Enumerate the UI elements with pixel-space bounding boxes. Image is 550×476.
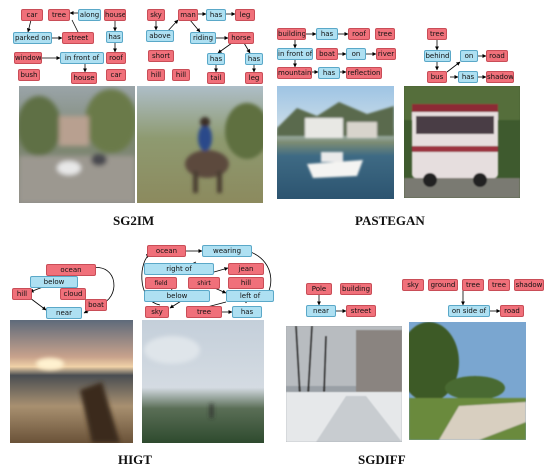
node-tree: tree — [48, 9, 70, 21]
node-road: road — [486, 50, 508, 62]
node-shirt: shirt — [188, 277, 220, 289]
node-has: has — [458, 71, 478, 83]
node-tail: tail — [207, 72, 225, 84]
node-behind: behind — [424, 50, 451, 62]
node-right-of: right of — [144, 263, 214, 275]
node-house: house — [104, 9, 126, 21]
node-has: has — [316, 28, 338, 40]
node-tree: tree — [375, 28, 395, 40]
pastegan-generated-image-bus — [404, 86, 520, 198]
node-riding: riding — [190, 32, 216, 44]
pastegan-generated-image-boat-river — [277, 86, 394, 199]
node-street: street — [346, 305, 376, 317]
node-hill: hill — [172, 69, 190, 81]
node-on-side-of: on side of — [448, 305, 490, 317]
higt-generated-image-sky-field — [142, 320, 264, 443]
node-reflection: reflection — [346, 67, 382, 79]
node-short: short — [148, 50, 174, 62]
node-roof: roof — [348, 28, 370, 40]
node-has: has — [232, 306, 262, 318]
method-label-sgdiff: SGDIFF — [358, 452, 406, 467]
node-building: building — [340, 283, 372, 295]
node-bush: bush — [18, 69, 40, 81]
method-label-higt: HIGT — [118, 452, 152, 467]
node-river: river — [376, 48, 396, 60]
node-car: car — [21, 9, 43, 21]
method-label-pastegan: PASTEGAN — [355, 213, 425, 228]
node-in-front-of: in front of — [60, 52, 104, 64]
node-has: has — [207, 53, 225, 65]
node-tree: tree — [427, 28, 447, 40]
node-below: below — [144, 290, 210, 302]
node-sky: sky — [147, 9, 165, 21]
sgdiff-generated-image-snowy-street — [286, 326, 402, 442]
node-bus: bus — [427, 71, 447, 83]
node-window: window — [14, 52, 42, 64]
node-near: near — [46, 307, 82, 319]
node-car: car — [106, 69, 126, 81]
node-mountain: mountain — [277, 67, 312, 79]
node-tree: tree — [462, 279, 484, 291]
node-below: below — [30, 276, 78, 288]
node-pole: Pole — [306, 283, 332, 295]
node-boat: boat — [85, 299, 107, 311]
node-ocean: ocean — [147, 245, 186, 257]
node-hill: hill — [12, 288, 32, 300]
higt-generated-image-sunset-water — [10, 320, 133, 443]
node-on: on — [346, 48, 366, 60]
node-street: street — [62, 32, 94, 44]
sgdiff-generated-image-road-trees — [409, 322, 526, 440]
node-building: building — [277, 28, 306, 40]
node-shadow: shadow — [514, 279, 544, 291]
node-roof: roof — [106, 52, 126, 64]
node-jean: jean — [228, 263, 264, 275]
sg2im-generated-image-street — [19, 86, 135, 203]
node-ground: ground — [428, 279, 458, 291]
node-has: has — [245, 53, 263, 65]
node-in-front-of: in front of — [277, 48, 313, 60]
node-ocean: ocean — [46, 264, 96, 276]
node-hill: hill — [147, 69, 165, 81]
node-sky: sky — [402, 279, 424, 291]
node-left-of: left of — [226, 290, 274, 302]
node-along: along — [78, 9, 101, 21]
node-has: has — [206, 9, 226, 21]
node-sky: sky — [145, 306, 169, 318]
node-horse: horse — [228, 32, 254, 44]
node-hill: hill — [228, 277, 264, 289]
node-on: on — [460, 50, 478, 62]
node-leg: leg — [235, 9, 255, 21]
node-parked-on: parked on — [13, 32, 52, 44]
sg2im-generated-image-horse-rider — [137, 86, 263, 203]
node-has: has — [318, 67, 340, 79]
node-road: road — [500, 305, 524, 317]
node-shadow: shadow — [486, 71, 514, 83]
node-above: above — [146, 30, 174, 42]
method-label-sg2im: SG2IM — [113, 213, 155, 228]
node-boat: boat — [316, 48, 338, 60]
node-wearing: wearing — [202, 245, 252, 257]
node-has: has — [106, 31, 123, 43]
node-leg: leg — [245, 72, 263, 84]
node-man: man — [178, 9, 198, 21]
node-field: field — [145, 277, 177, 289]
node-tree: tree — [488, 279, 510, 291]
node-house: house — [71, 72, 97, 84]
node-tree: tree — [186, 306, 222, 318]
node-near: near — [306, 305, 336, 317]
node-cloud: cloud — [60, 288, 86, 300]
